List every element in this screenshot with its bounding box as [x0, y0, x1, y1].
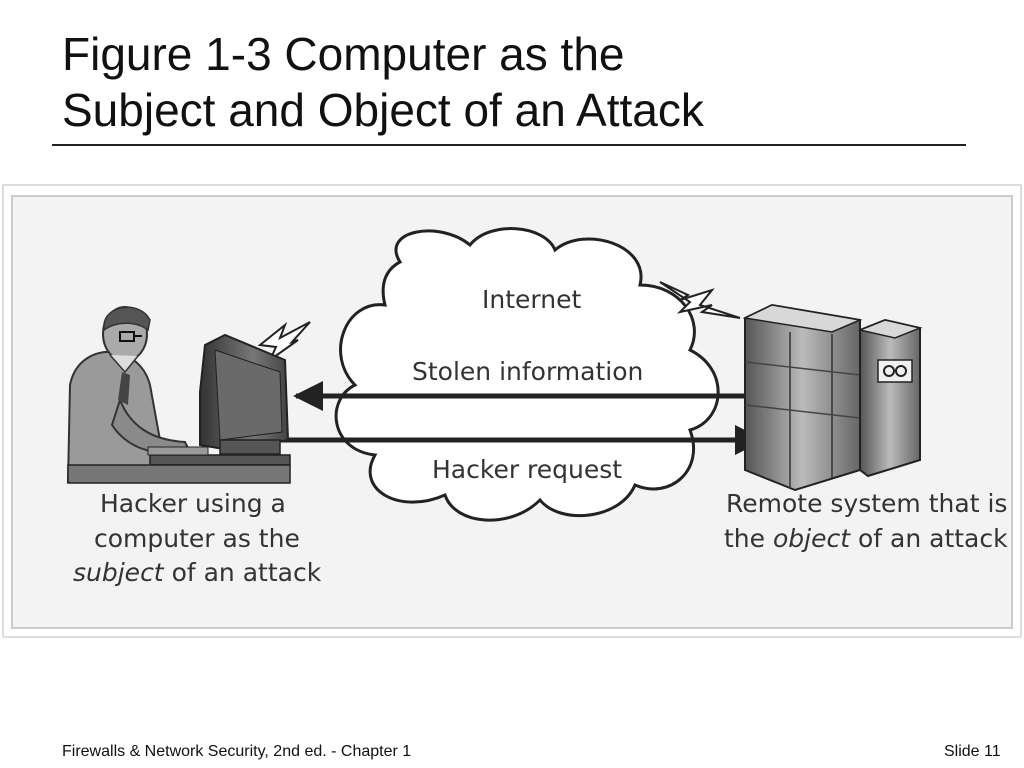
- right-caption-prefix: the: [724, 524, 773, 553]
- left-caption-line-3: subject of an attack: [73, 558, 322, 587]
- title-line-2: Subject and Object of an Attack: [62, 84, 704, 136]
- stolen-information-label: Stolen information: [412, 357, 643, 386]
- right-caption-line-2: the object of an attack: [724, 524, 1008, 553]
- lightning-left-icon: [257, 321, 311, 364]
- title-line-1: Figure 1-3 Computer as the: [62, 28, 625, 80]
- left-caption-subject: subject: [73, 558, 165, 587]
- title-divider: [52, 144, 966, 146]
- slide-title: Figure 1-3 Computer as the Subject and O…: [62, 26, 962, 138]
- internet-label: Internet: [482, 285, 581, 314]
- right-caption-object: object: [773, 524, 851, 553]
- footer-course-title: Firewalls & Network Security, 2nd ed. - …: [62, 743, 412, 760]
- left-caption-line-1: Hacker using a: [100, 489, 286, 518]
- hacker-icon: [66, 306, 192, 484]
- right-caption-line-1: Remote system that is: [726, 489, 1007, 518]
- remote-server-icon: [742, 303, 923, 492]
- left-caption-tail: of an attack: [164, 558, 322, 587]
- footer-slide-number: Slide 11: [944, 743, 1001, 760]
- left-caption-line-2: computer as the: [94, 524, 300, 553]
- lightning-right-icon: [659, 281, 741, 319]
- hacker-computer-icon: [67, 333, 291, 484]
- hacker-request-label: Hacker request: [432, 455, 622, 484]
- right-caption-tail: of an attack: [850, 524, 1008, 553]
